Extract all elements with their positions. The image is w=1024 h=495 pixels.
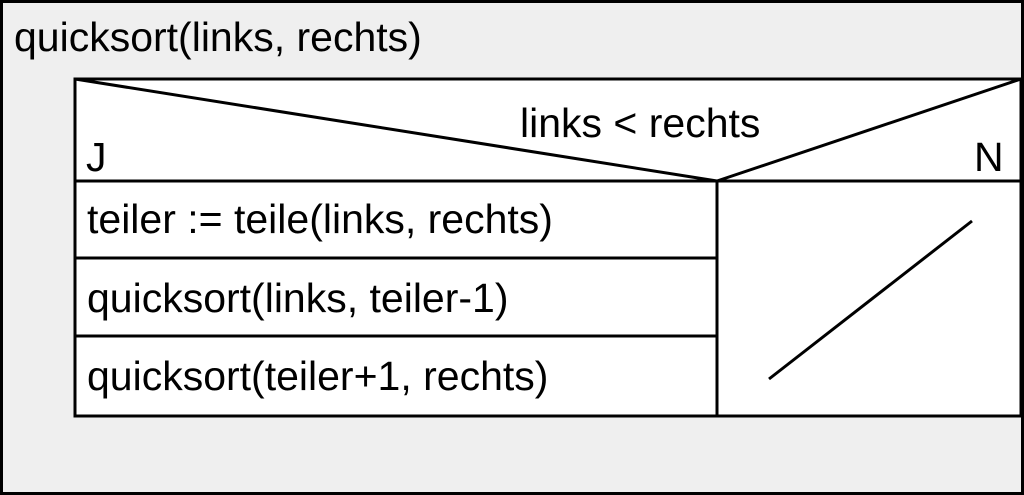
decision-diagonal-left: [74, 77, 718, 183]
statement-1: teiler := teile(links, rechts): [87, 196, 553, 242]
empty-branch-slash: [768, 219, 973, 381]
no-label: N: [974, 134, 1004, 180]
decision-diagonal-right: [716, 77, 1022, 183]
procedure-title: quicksort(links, rechts): [14, 14, 422, 60]
yes-label: J: [86, 134, 107, 180]
decision-block: [73, 77, 1023, 418]
statement-2: quicksort(links, teiler-1): [87, 275, 509, 321]
decision-condition: links < rechts: [520, 100, 760, 146]
statement-3: quicksort(teiler+1, rechts): [87, 353, 548, 399]
